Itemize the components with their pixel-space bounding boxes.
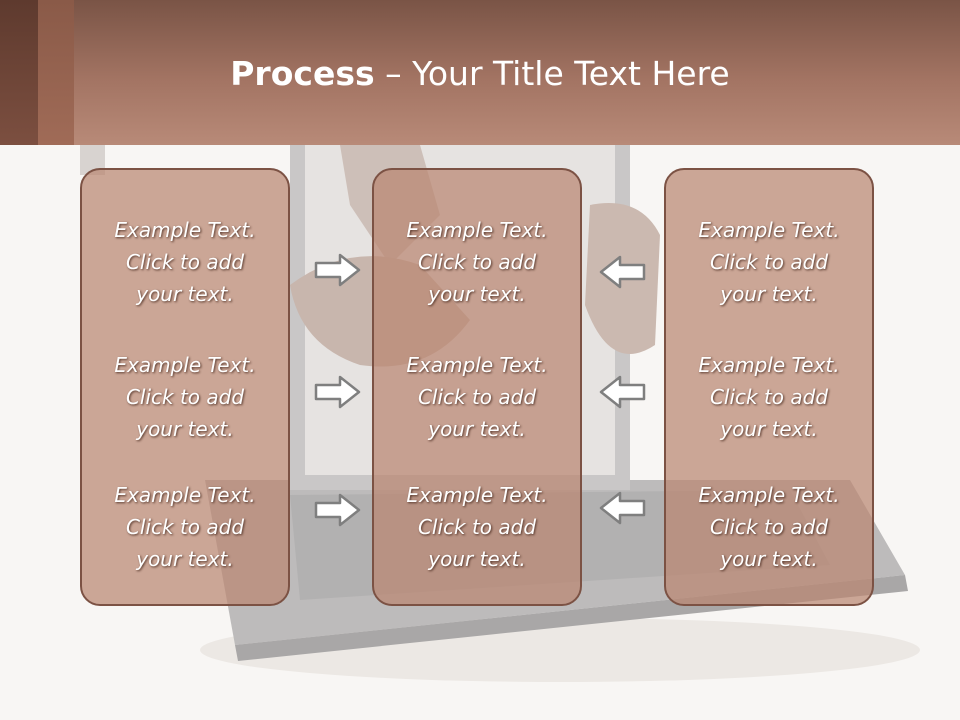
- text-block[interactable]: Example Text. Click to add your text.: [666, 214, 872, 310]
- text-block[interactable]: Example Text. Click to add your text.: [82, 479, 288, 575]
- text-line: Click to add: [125, 385, 245, 409]
- text-line: your text.: [720, 282, 818, 306]
- header-accent-dark: [0, 0, 38, 145]
- arrow-left-icon: [599, 375, 646, 409]
- text-line: Example Text.: [698, 483, 840, 507]
- text-line: your text.: [428, 417, 526, 441]
- text-line: your text.: [136, 282, 234, 306]
- text-block[interactable]: Example Text. Click to add your text.: [666, 479, 872, 575]
- text-line: Example Text.: [406, 218, 548, 242]
- text-line: your text.: [136, 547, 234, 571]
- text-line: Example Text.: [114, 218, 256, 242]
- arrow-right-icon: [314, 493, 361, 527]
- text-block[interactable]: Example Text. Click to add your text.: [374, 479, 580, 575]
- text-line: Click to add: [125, 515, 245, 539]
- header-accent-mid: [38, 0, 74, 145]
- arrow-left-icon: [599, 491, 646, 525]
- text-line: your text.: [428, 282, 526, 306]
- text-line: Example Text.: [114, 483, 256, 507]
- title-rest: – Your Title Text Here: [374, 54, 730, 93]
- text-block[interactable]: Example Text. Click to add your text.: [374, 349, 580, 445]
- arrow-right-icon: [314, 375, 361, 409]
- text-line: Example Text.: [406, 483, 548, 507]
- title-bold: Process: [230, 54, 375, 93]
- text-line: Click to add: [709, 250, 829, 274]
- text-line: Example Text.: [698, 353, 840, 377]
- text-line: your text.: [136, 417, 234, 441]
- process-box-left[interactable]: Example Text. Click to add your text. Ex…: [80, 168, 290, 606]
- text-block[interactable]: Example Text. Click to add your text.: [82, 214, 288, 310]
- text-block[interactable]: Example Text. Click to add your text.: [374, 214, 580, 310]
- text-line: your text.: [720, 547, 818, 571]
- arrow-right-icon: [314, 253, 361, 287]
- text-line: Example Text.: [698, 218, 840, 242]
- slide-title[interactable]: Process – Your Title Text Here: [0, 52, 960, 96]
- text-block[interactable]: Example Text. Click to add your text.: [666, 349, 872, 445]
- text-line: Click to add: [417, 385, 537, 409]
- text-line: Click to add: [709, 385, 829, 409]
- process-box-right[interactable]: Example Text. Click to add your text. Ex…: [664, 168, 874, 606]
- arrow-left-icon: [599, 255, 646, 289]
- process-box-center[interactable]: Example Text. Click to add your text. Ex…: [372, 168, 582, 606]
- text-line: Example Text.: [114, 353, 256, 377]
- text-block[interactable]: Example Text. Click to add your text.: [82, 349, 288, 445]
- text-line: your text.: [720, 417, 818, 441]
- text-line: Click to add: [125, 250, 245, 274]
- text-line: your text.: [428, 547, 526, 571]
- text-line: Click to add: [417, 250, 537, 274]
- title-bar: Process – Your Title Text Here: [0, 0, 960, 145]
- text-line: Example Text.: [406, 353, 548, 377]
- text-line: Click to add: [417, 515, 537, 539]
- text-line: Click to add: [709, 515, 829, 539]
